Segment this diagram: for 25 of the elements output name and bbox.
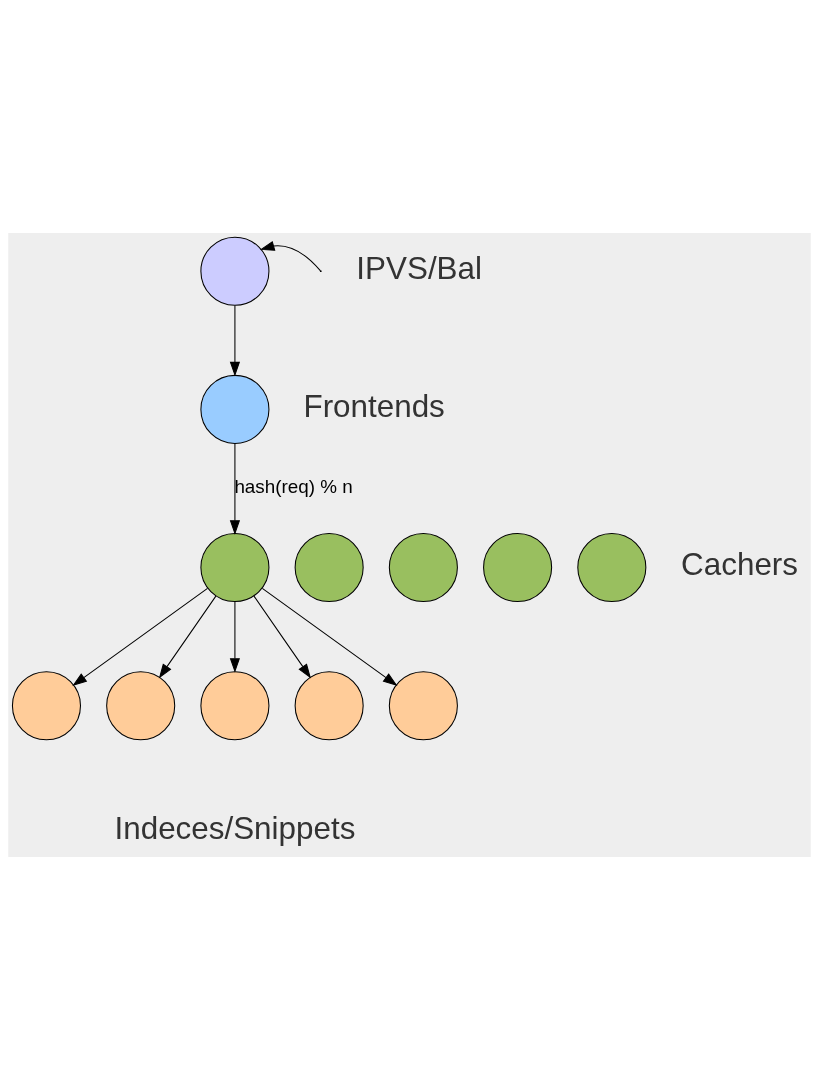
node-circle bbox=[294, 670, 364, 740]
node-circle bbox=[200, 374, 270, 444]
node-circle bbox=[577, 532, 647, 602]
node-circle bbox=[106, 670, 176, 740]
node-circle bbox=[200, 670, 270, 740]
label: Indeces/Snippets bbox=[114, 810, 356, 846]
node-circle bbox=[294, 532, 364, 602]
arrow bbox=[253, 595, 311, 678]
arrow bbox=[72, 587, 209, 686]
label: IPVS/Bal bbox=[356, 250, 482, 286]
node-circle bbox=[200, 532, 270, 602]
label: Frontends bbox=[303, 388, 445, 424]
edge-label: hash(req) % n bbox=[234, 475, 353, 497]
arrow bbox=[229, 442, 241, 535]
arrow bbox=[259, 240, 321, 271]
node-circle bbox=[483, 532, 553, 602]
node-circle bbox=[388, 532, 458, 602]
label: Cachers bbox=[681, 546, 799, 582]
arrow bbox=[229, 304, 241, 377]
arrow bbox=[229, 600, 241, 673]
arrow bbox=[261, 587, 398, 686]
arrow bbox=[158, 595, 217, 678]
node-circle bbox=[388, 670, 458, 740]
node-circle bbox=[200, 236, 270, 306]
node-circle bbox=[11, 670, 81, 740]
